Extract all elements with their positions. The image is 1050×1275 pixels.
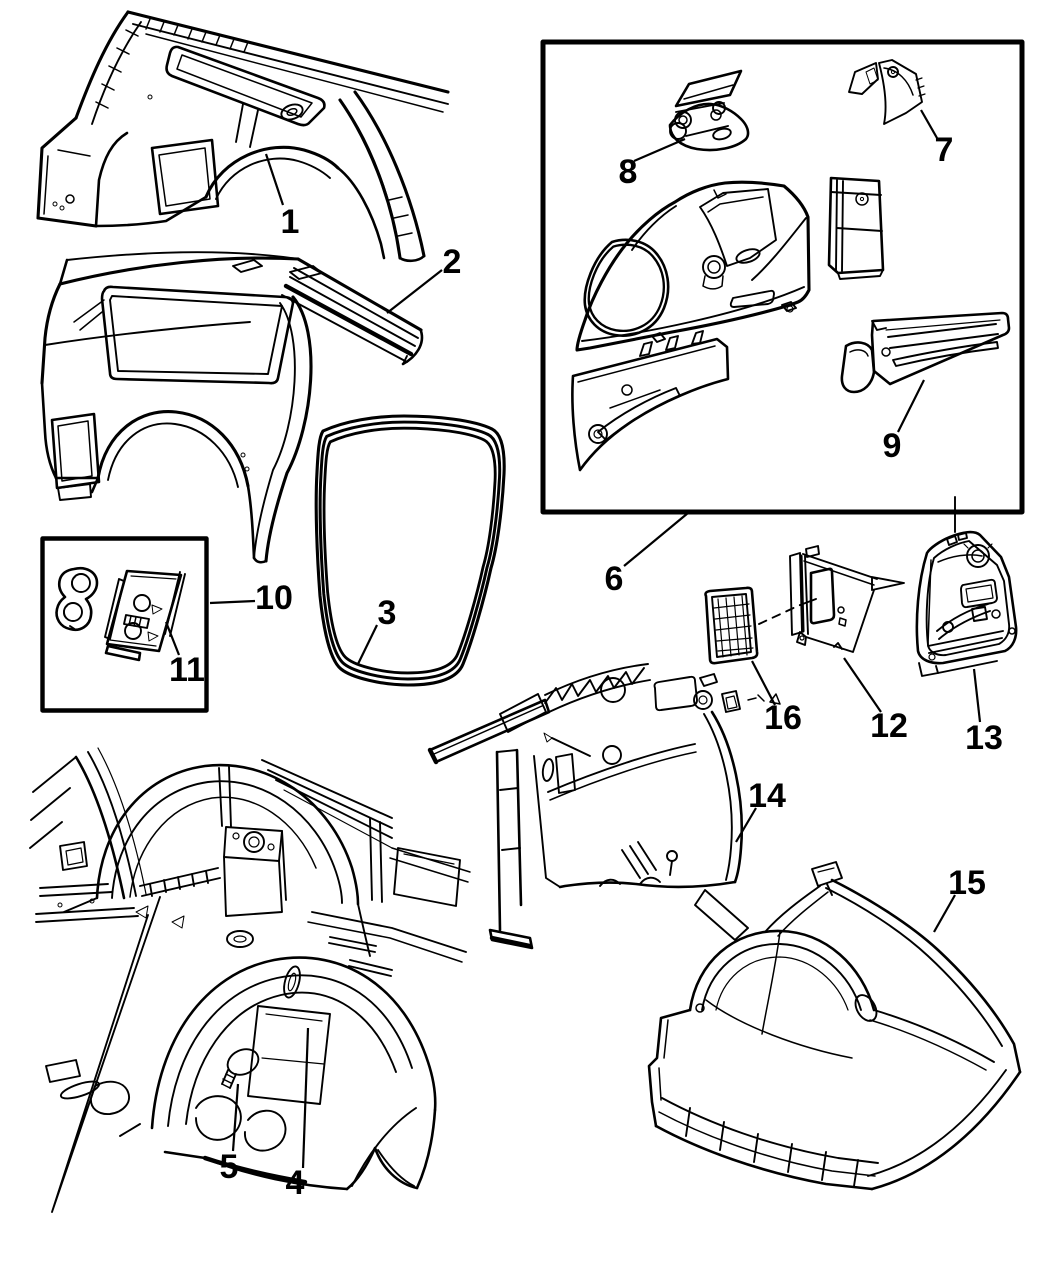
callout-12[interactable]: 12 xyxy=(843,657,908,745)
callout-4-leader-line xyxy=(301,1027,310,1169)
callout-1-label[interactable]: 1 xyxy=(281,203,300,241)
callout-3[interactable]: 3 xyxy=(357,594,397,665)
inset-box-hardware xyxy=(40,536,209,713)
callout-14-label[interactable]: 14 xyxy=(748,777,786,815)
part-15-drawing xyxy=(647,861,1022,1191)
filler-pocket-drawing xyxy=(827,176,885,280)
callout-7-leader-line xyxy=(920,109,938,139)
callout-13-leader-line xyxy=(972,668,982,723)
callout-2[interactable]: 2 xyxy=(386,243,462,314)
part-3-drawing xyxy=(314,414,506,687)
callout-7[interactable]: 7 xyxy=(920,109,954,169)
callout-16-leader-line xyxy=(751,660,776,706)
callout-8-leader-line xyxy=(633,137,686,163)
callout-15[interactable]: 15 xyxy=(933,864,986,933)
callout-11-label[interactable]: 11 xyxy=(169,651,205,689)
callout-8-label[interactable]: 8 xyxy=(619,153,638,191)
callout-4[interactable]: 4 xyxy=(286,1027,310,1202)
callout-12-label[interactable]: 12 xyxy=(870,707,908,745)
callout-1[interactable]: 1 xyxy=(264,153,300,241)
callout-6-leader-line xyxy=(623,512,689,567)
callout-11[interactable]: 11 xyxy=(164,621,205,689)
inset-box-structural xyxy=(540,39,1025,515)
callout-16-label[interactable]: 16 xyxy=(764,699,802,737)
callout-5[interactable]: 5 xyxy=(220,1083,240,1186)
wheelhouse-assembly-drawing xyxy=(575,169,811,352)
callout-6-label[interactable]: 6 xyxy=(605,560,624,598)
part-8-drawing xyxy=(668,69,750,152)
callout-2-leader-line xyxy=(386,269,443,314)
callout-12-leader-line xyxy=(843,657,882,713)
callout-15-label[interactable]: 15 xyxy=(948,864,986,902)
callout-7-label[interactable]: 7 xyxy=(935,131,954,169)
callout-3-leader-line xyxy=(357,624,378,665)
callout-10-leader-line xyxy=(209,599,256,605)
callout-13-label[interactable]: 13 xyxy=(965,719,1003,757)
callout-9-label[interactable]: 9 xyxy=(883,427,902,465)
callout-10-label[interactable]: 10 xyxy=(255,579,293,617)
part-13-drawing xyxy=(915,496,1018,677)
part-16-drawing xyxy=(704,586,817,665)
callout-5-label[interactable]: 5 xyxy=(220,1148,239,1186)
callout-15-leader-line xyxy=(933,894,956,933)
callout-14-leader-line xyxy=(735,807,757,843)
callout-14[interactable]: 14 xyxy=(735,777,786,843)
pointer-triangle xyxy=(51,896,161,1213)
part-12-drawing xyxy=(789,545,905,653)
underbody-view-drawing xyxy=(29,747,471,1213)
callout-4-label[interactable]: 4 xyxy=(286,1164,305,1202)
part-2-drawing xyxy=(40,251,424,564)
callout-11-leader-line xyxy=(164,621,181,656)
part-14-drawing xyxy=(427,663,781,950)
part-5-fastener-drawing xyxy=(221,1048,260,1089)
callout-16[interactable]: 16 xyxy=(751,660,802,737)
callout-10[interactable]: 10 xyxy=(209,579,293,617)
callout-8[interactable]: 8 xyxy=(619,137,686,191)
part-11-drawing xyxy=(104,569,186,662)
callout-2-label[interactable]: 2 xyxy=(443,243,462,281)
rail-section-drawing xyxy=(571,330,730,472)
callout-9[interactable]: 9 xyxy=(883,379,925,465)
callout-3-label[interactable]: 3 xyxy=(378,594,397,632)
part-9-drawing xyxy=(840,311,1011,394)
part-1-drawing xyxy=(36,10,450,263)
part-7-drawing xyxy=(848,59,926,125)
callout-1-leader-line xyxy=(264,153,285,206)
callout-5-leader-line xyxy=(231,1083,240,1152)
callout-6[interactable]: 6 xyxy=(605,512,689,598)
callout-13[interactable]: 13 xyxy=(965,668,1003,757)
callouts: 1 2 3 4 5 6 7 8 xyxy=(164,109,1003,1202)
callout-9-leader-line xyxy=(897,379,925,433)
part-10-drawing xyxy=(55,566,99,632)
